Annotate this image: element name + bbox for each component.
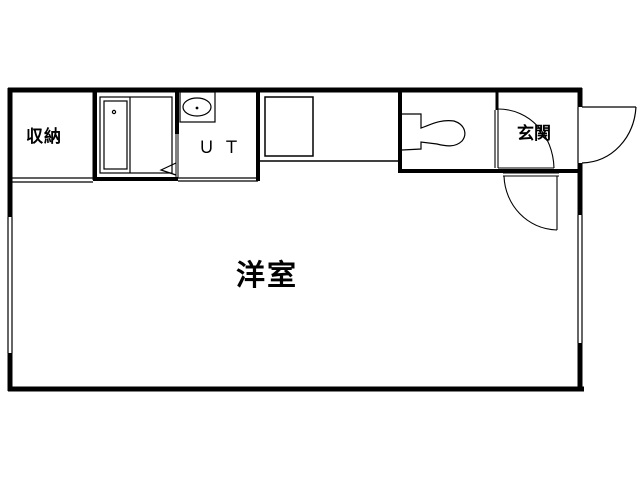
unit-toilet-label: ＵＴ	[198, 138, 248, 158]
room-door[interactable]	[503, 172, 559, 231]
front-door[interactable]	[577, 106, 637, 164]
entrance-toilet-door[interactable]	[494, 108, 555, 169]
storage-label: 収納	[26, 127, 62, 147]
western-room-label: 洋室	[236, 258, 299, 292]
toilet-walls	[398, 90, 582, 173]
kitchen-counter	[260, 96, 400, 162]
entrance-label: 玄関	[517, 124, 551, 144]
bath-walls	[93, 90, 179, 181]
ut-walls	[178, 90, 260, 182]
washbasin-icon	[179, 91, 216, 123]
toilet-icon	[401, 113, 466, 151]
window-left	[7, 217, 13, 353]
bathtub-icon	[99, 96, 177, 176]
window-right	[577, 215, 583, 343]
